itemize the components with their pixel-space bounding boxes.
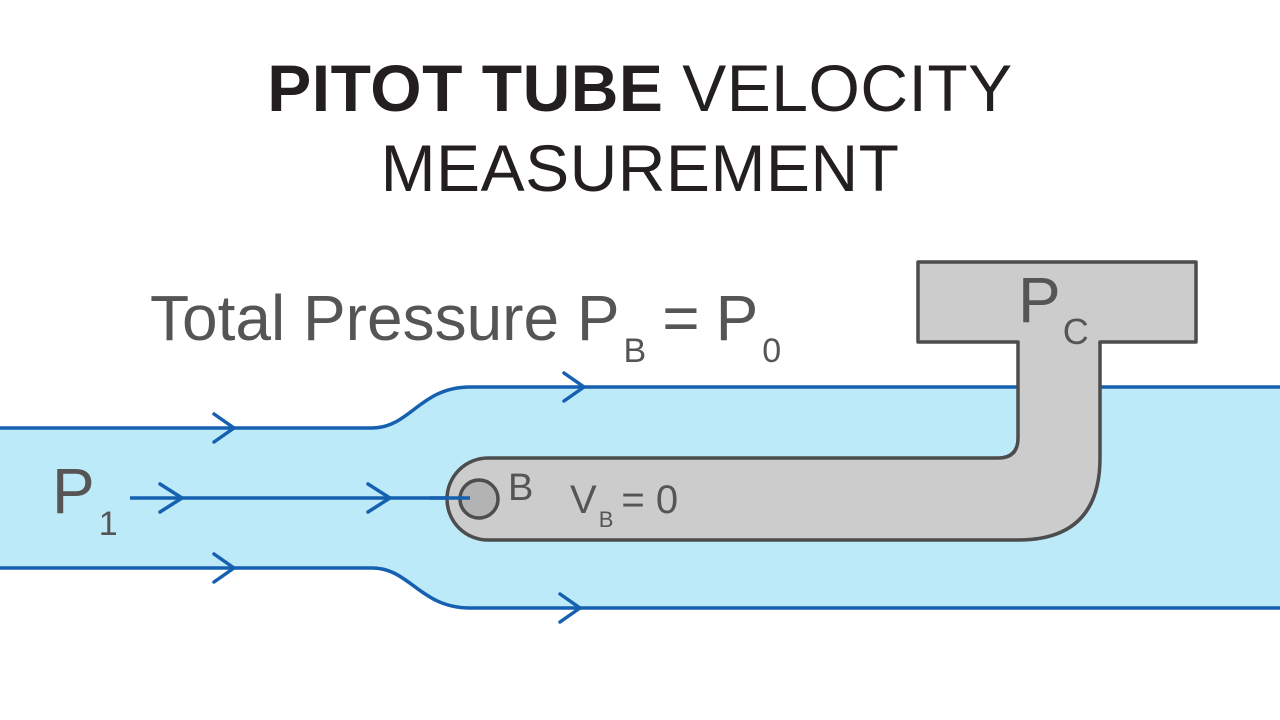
flow-arrow xyxy=(158,482,184,514)
vb-label: VB = 0 xyxy=(570,478,678,532)
equals-sign: = xyxy=(662,282,699,354)
flow-arrow xyxy=(212,552,236,584)
total-pressure-subscript: B xyxy=(624,332,647,370)
vb-value: = 0 xyxy=(621,478,678,522)
title-light: VELOCITY xyxy=(682,51,1013,125)
point-b-label: B xyxy=(508,467,533,509)
flow-arrow xyxy=(558,592,582,624)
flow-arrow xyxy=(562,371,586,403)
pitot-tube xyxy=(445,260,1198,542)
diagram-title: PITOT TUBE VELOCITY MEASUREMENT xyxy=(0,48,1280,208)
streamline-top xyxy=(0,385,1280,430)
p1-main: P xyxy=(52,455,95,527)
p1-subscript: 1 xyxy=(99,505,118,543)
flow-arrow xyxy=(366,482,392,514)
title-line-1: PITOT TUBE VELOCITY xyxy=(0,48,1280,128)
flow-arrows xyxy=(158,371,586,624)
title-line-2: MEASUREMENT xyxy=(380,131,900,205)
pc-label: PC xyxy=(1018,264,1089,352)
p0-main: P xyxy=(716,282,759,354)
pc-main: P xyxy=(1018,264,1061,336)
total-pressure-text: Total Pressure P xyxy=(150,282,620,354)
pc-subscript: C xyxy=(1063,311,1089,352)
vb-main: V xyxy=(570,478,597,522)
vb-subscript: B xyxy=(599,507,614,532)
flow-arrow xyxy=(212,412,236,444)
streamlines xyxy=(0,385,1280,610)
streamline-bottom xyxy=(0,566,1280,610)
p0-subscript: 0 xyxy=(762,332,781,370)
title-bold: PITOT TUBE xyxy=(267,51,664,125)
